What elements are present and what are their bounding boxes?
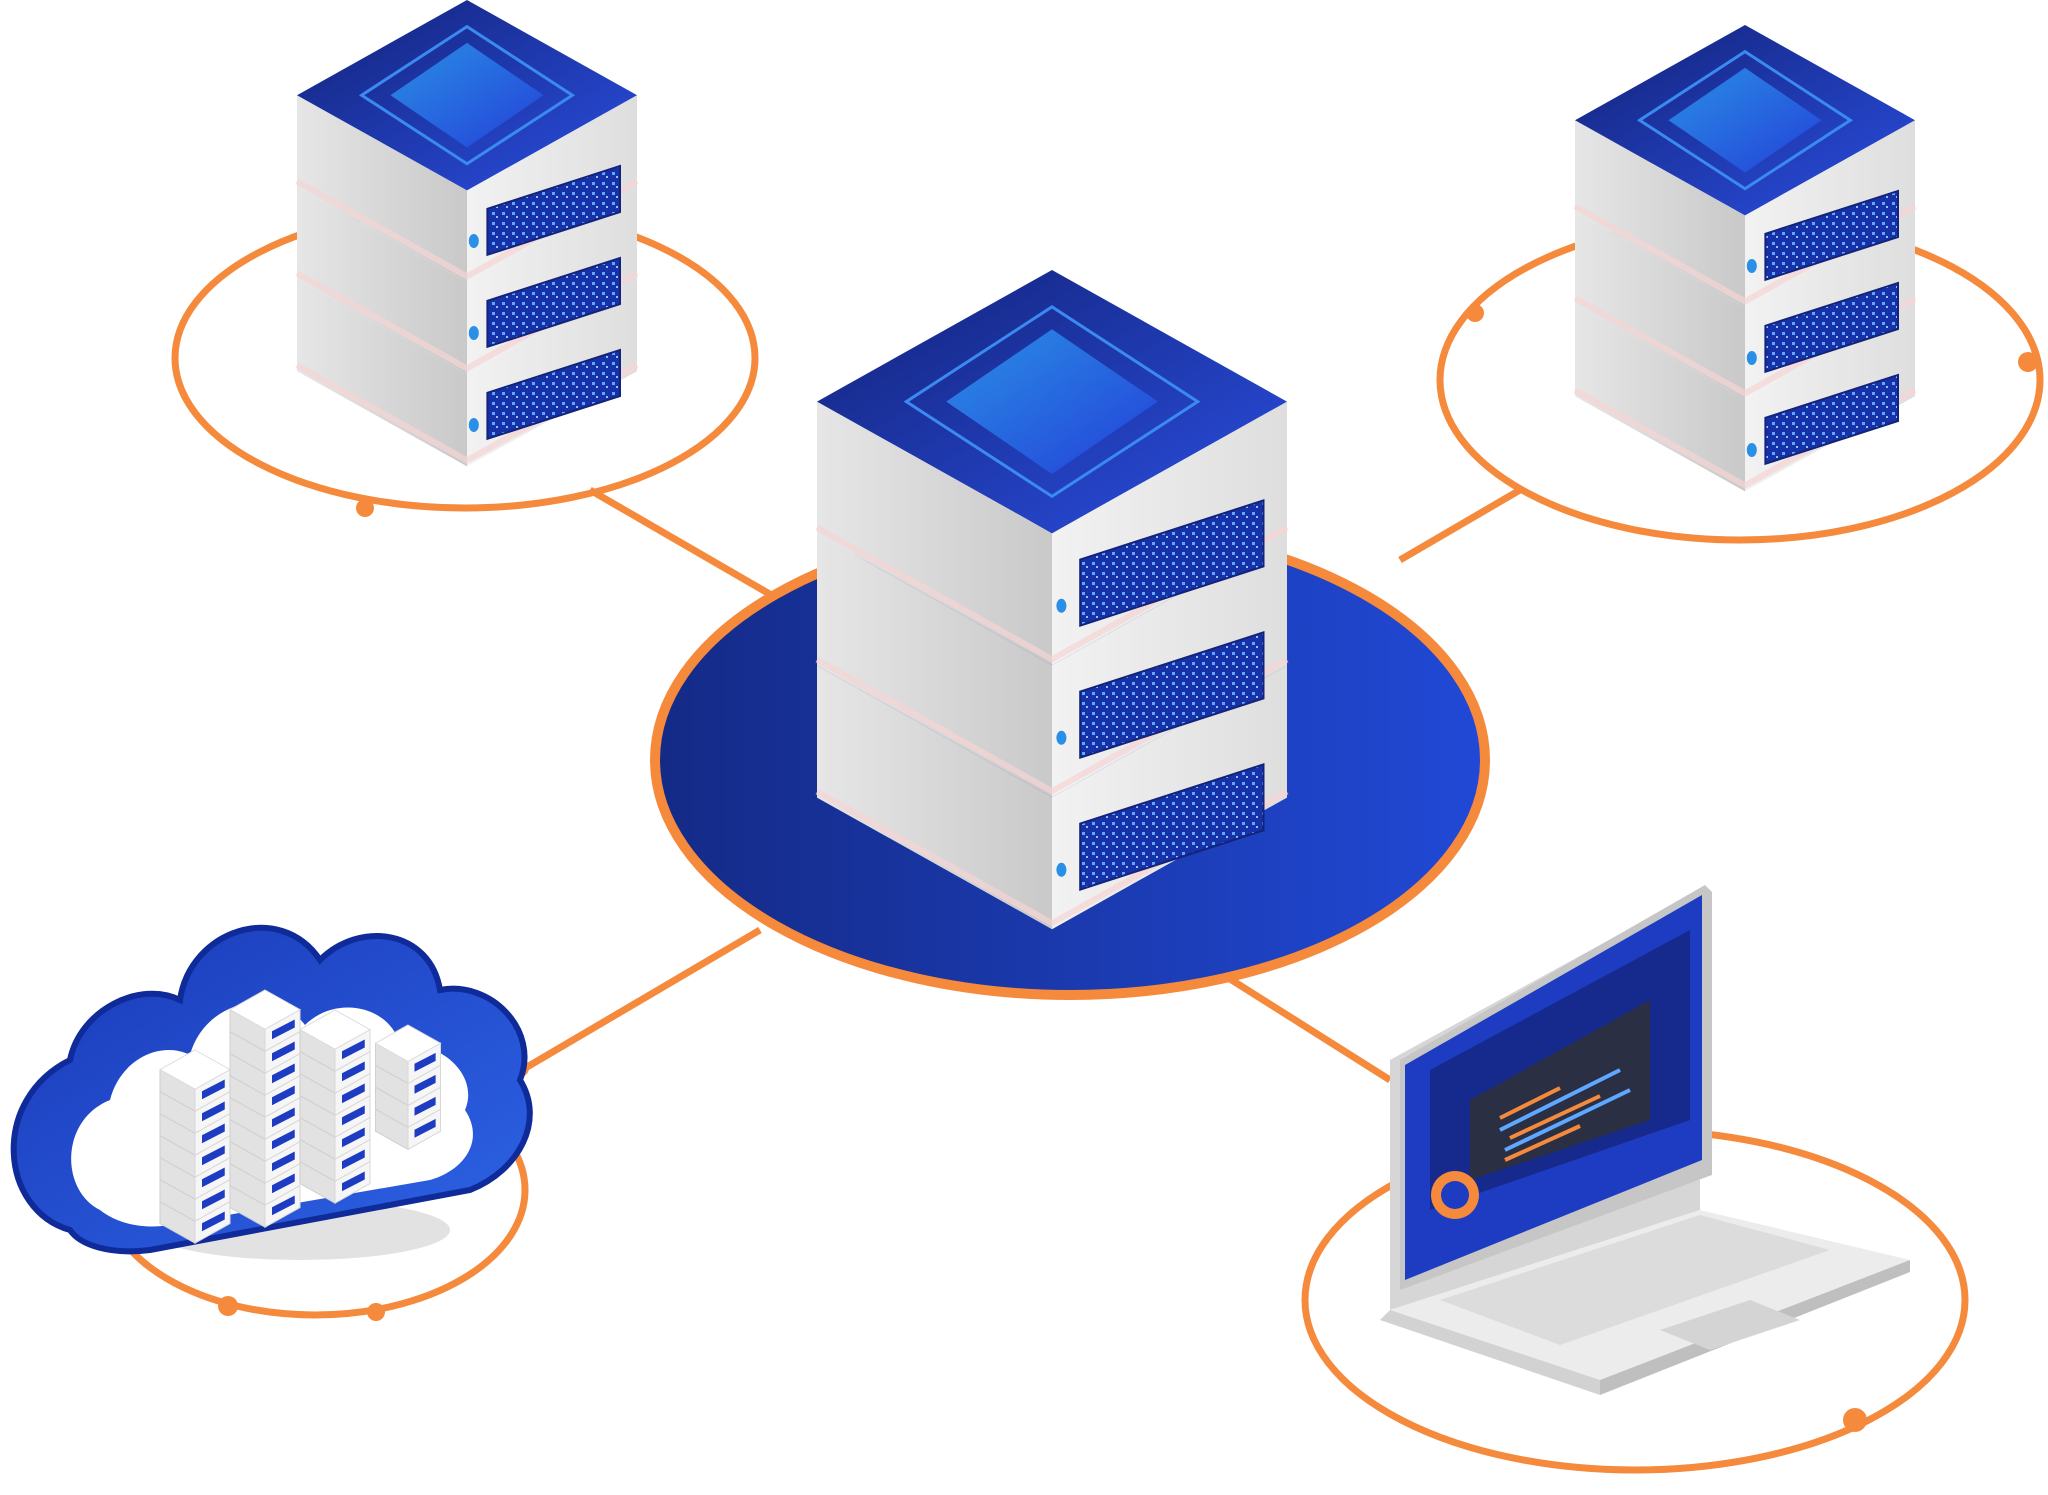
connector-top-right: [1398, 486, 1522, 564]
connector-cloud: [503, 926, 762, 1084]
top-right-server-icon: [1573, 25, 1917, 492]
ring-nodes: [218, 304, 2038, 1432]
laptop-code-icon: [1380, 885, 1910, 1395]
connector-top-left: [588, 486, 782, 604]
cloud-server-icon: [10, 924, 533, 1260]
top-left-server-icon: [295, 0, 639, 467]
center-server-icon: [815, 270, 1289, 930]
cloud-rack-icon: [158, 989, 442, 1245]
